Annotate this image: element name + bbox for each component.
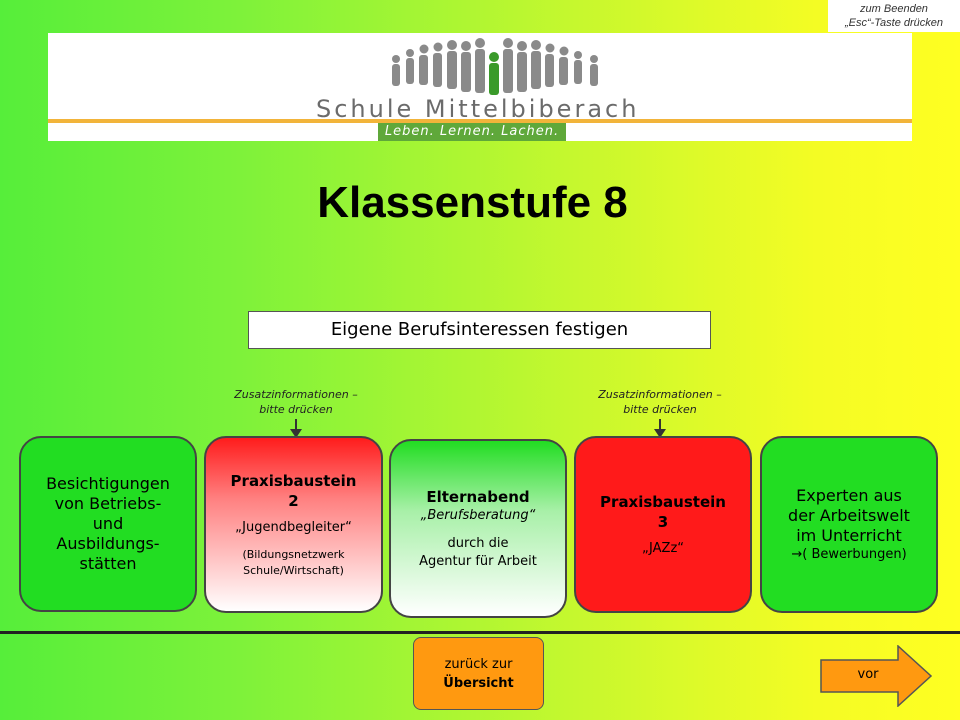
accent-line	[48, 119, 912, 123]
arrow-down-icon	[290, 419, 302, 438]
back-button-line1: zurück zur	[444, 656, 513, 672]
card-note-line: (Bildungsnetzwerk	[242, 547, 345, 561]
card-note-line: Agentur für Arbeit	[419, 553, 537, 569]
esc-hint-line2: „Esc“-Taste drücken	[844, 17, 944, 29]
card-text-line: Experten aus	[796, 485, 902, 505]
school-logo-banner: Schule Mittelbiberach Leben. Lernen. Lac…	[48, 33, 912, 141]
people-silhouettes-logo	[392, 38, 598, 95]
school-slogan: Leben. Lernen. Lachen.	[378, 123, 566, 141]
zusatz-hint-line1: Zusatzinformationen –	[234, 388, 358, 401]
card-text-line: stätten	[79, 554, 137, 573]
card-subtitle: „Jugendbegleiter“	[235, 519, 352, 535]
esc-hint: zum Beenden „Esc“-Taste drücken	[828, 0, 960, 32]
card-subtitle: „Berufsberatung“	[420, 507, 536, 523]
zusatz-hint-line2: bitte drücken	[259, 403, 333, 416]
arrow-down-icon	[654, 419, 666, 438]
back-button-line2: Übersicht	[443, 675, 514, 691]
card-besichtigungen: Besichtigungen von Betriebs- und Ausbild…	[19, 436, 197, 612]
back-to-overview-button[interactable]: zurück zur Übersicht	[413, 637, 544, 710]
forward-button-label: vor	[857, 667, 879, 682]
card-text-line: Ausbildungs-	[56, 534, 160, 553]
card-title: Praxisbaustein 3	[600, 492, 726, 531]
card-text-line: und	[92, 514, 124, 533]
right-arrow-icon: →	[791, 546, 803, 562]
zusatz-hint-line2: bitte drücken	[623, 403, 697, 416]
divider	[0, 631, 960, 634]
zusatz-hint-praxisbaustein-3: Zusatzinformationen – bitte drücken	[570, 387, 750, 438]
card-praxisbaustein-3-button[interactable]: Praxisbaustein 3 „JAZz“	[574, 436, 752, 613]
card-note-line: Schule/Wirtschaft)	[243, 563, 344, 577]
forward-arrow-button[interactable]	[820, 645, 932, 707]
zusatz-hint-praxisbaustein-2: Zusatzinformationen – bitte drücken	[206, 387, 386, 438]
card-elternabend: Elternabend „Berufsberatung“ durch die A…	[389, 439, 567, 618]
card-note: →( Bewerbungen)	[791, 546, 906, 564]
page-title: Klassenstufe 8	[317, 178, 628, 227]
zusatz-hint-line1: Zusatzinformationen –	[598, 388, 722, 401]
card-text-line: Besichtigungen	[46, 474, 170, 493]
school-name: Schule Mittelbiberach	[316, 95, 640, 123]
card-title: Praxisbaustein 2	[230, 471, 357, 510]
card-experten: Experten aus der Arbeitswelt im Unterric…	[760, 436, 938, 613]
card-note-line: durch die	[447, 535, 509, 551]
esc-hint-line1: zum Beenden	[860, 3, 928, 15]
card-subtitle: „JAZz“	[642, 540, 684, 556]
card-title: Elternabend	[426, 487, 530, 506]
card-text-line: der Arbeitswelt	[788, 505, 910, 525]
card-text-line: im Unterricht	[796, 525, 902, 545]
card-praxisbaustein-2-button[interactable]: Praxisbaustein 2 „Jugendbegleiter“ (Bild…	[204, 436, 383, 613]
card-note-text: ( Bewerbungen)	[802, 546, 907, 562]
goal-box: Eigene Berufsinteressen festigen	[248, 311, 711, 349]
card-text-line: von Betriebs-	[54, 494, 162, 513]
